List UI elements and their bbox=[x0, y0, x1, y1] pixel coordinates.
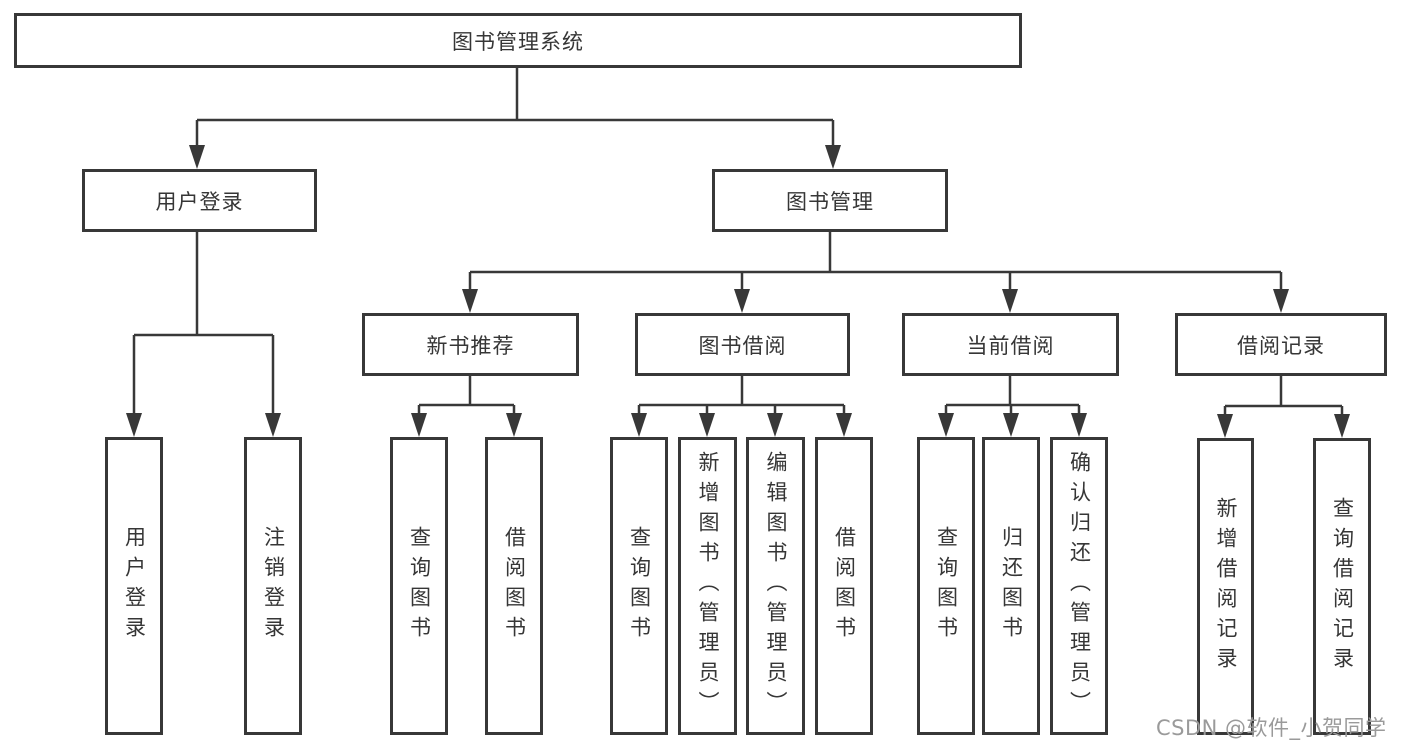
arrowhead bbox=[825, 145, 841, 169]
node-query-books-current: 查询图书 bbox=[917, 437, 975, 735]
node-library-system: 图书管理系统 bbox=[14, 13, 1022, 68]
node-library-system-label: 图书管理系统 bbox=[452, 29, 584, 54]
node-borrow-books-leaf-label: 借阅图书 bbox=[832, 526, 857, 646]
node-confirm-return-admin: 确认归还（管理员） bbox=[1050, 437, 1108, 735]
node-add-book-admin-label: 新增图书（管理员） bbox=[696, 451, 720, 721]
node-user-login-label: 用户登录 bbox=[155, 189, 244, 214]
node-new-book-recommend-label: 新书推荐 bbox=[426, 333, 515, 358]
arrowhead bbox=[938, 413, 954, 437]
connector-root-to-level2 bbox=[195, 68, 835, 160]
node-return-books: 归还图书 bbox=[982, 437, 1040, 735]
node-borrow-records: 借阅记录 bbox=[1175, 313, 1387, 376]
arrowheads bbox=[126, 145, 1350, 438]
node-new-book-recommend: 新书推荐 bbox=[362, 313, 579, 376]
node-book-borrow-label: 图书借阅 bbox=[698, 333, 787, 358]
arrowhead bbox=[1002, 289, 1018, 313]
connector-book-borrow-group bbox=[637, 376, 846, 428]
connector-borrow-records-group bbox=[1223, 376, 1344, 429]
node-user-login-leaf: 用户登录 bbox=[105, 437, 163, 735]
node-confirm-return-admin-label: 确认归还（管理员） bbox=[1067, 451, 1092, 721]
arrowhead bbox=[734, 289, 750, 313]
node-add-borrow-record: 新增借阅记录 bbox=[1197, 438, 1254, 735]
node-query-borrow-record: 查询借阅记录 bbox=[1313, 438, 1371, 735]
node-return-books-label: 归还图书 bbox=[999, 526, 1024, 646]
node-book-borrow: 图书借阅 bbox=[635, 313, 850, 376]
arrowhead bbox=[506, 413, 522, 437]
arrowhead bbox=[631, 413, 647, 437]
arrowhead bbox=[462, 289, 478, 313]
node-book-management: 图书管理 bbox=[712, 169, 948, 232]
arrowhead bbox=[1334, 414, 1350, 438]
node-logout-leaf-label: 注销登录 bbox=[261, 526, 286, 646]
node-current-borrow: 当前借阅 bbox=[902, 313, 1119, 376]
node-user-login: 用户登录 bbox=[82, 169, 317, 232]
connector-segments bbox=[132, 68, 1344, 429]
node-logout-leaf: 注销登录 bbox=[244, 437, 302, 735]
node-borrow-books-recommend-label: 借阅图书 bbox=[502, 526, 527, 646]
node-user-login-leaf-label: 用户登录 bbox=[122, 526, 147, 646]
arrowhead bbox=[265, 413, 281, 437]
arrowhead bbox=[767, 413, 783, 437]
node-add-book-admin: 新增图书（管理员） bbox=[678, 437, 737, 735]
connector-new-book-group bbox=[417, 376, 516, 428]
csdn-watermark: CSDN @软件_小贺同学 bbox=[1156, 716, 1387, 740]
node-edit-book-admin: 编辑图书（管理员） bbox=[746, 437, 805, 735]
node-query-books-recommend: 查询图书 bbox=[390, 437, 448, 735]
arrowhead bbox=[699, 413, 715, 437]
node-current-borrow-label: 当前借阅 bbox=[966, 333, 1055, 358]
arrowhead bbox=[1071, 413, 1087, 437]
node-borrow-books-leaf: 借阅图书 bbox=[815, 437, 873, 735]
arrowhead bbox=[411, 413, 427, 437]
node-book-management-label: 图书管理 bbox=[786, 189, 874, 214]
node-edit-book-admin-label: 编辑图书（管理员） bbox=[764, 451, 788, 721]
node-query-books-current-label: 查询图书 bbox=[934, 526, 959, 646]
connector-book-mgmt-to-level3 bbox=[468, 232, 1283, 305]
node-query-borrow-record-label: 查询借阅记录 bbox=[1330, 496, 1355, 677]
arrowhead bbox=[1217, 414, 1233, 438]
node-query-books-borrow: 查询图书 bbox=[610, 437, 668, 735]
node-borrow-records-label: 借阅记录 bbox=[1237, 333, 1325, 358]
node-add-borrow-record-label: 新增借阅记录 bbox=[1214, 496, 1238, 677]
connector-user-login-group bbox=[132, 232, 275, 428]
arrowhead bbox=[126, 413, 142, 437]
node-borrow-books-recommend: 借阅图书 bbox=[485, 437, 543, 735]
node-query-books-borrow-label: 查询图书 bbox=[627, 526, 652, 646]
arrowhead bbox=[189, 145, 205, 169]
arrowhead bbox=[1273, 289, 1289, 313]
node-query-books-recommend-label: 查询图书 bbox=[407, 526, 432, 646]
arrowhead bbox=[1003, 413, 1019, 437]
arrowhead bbox=[836, 413, 852, 437]
